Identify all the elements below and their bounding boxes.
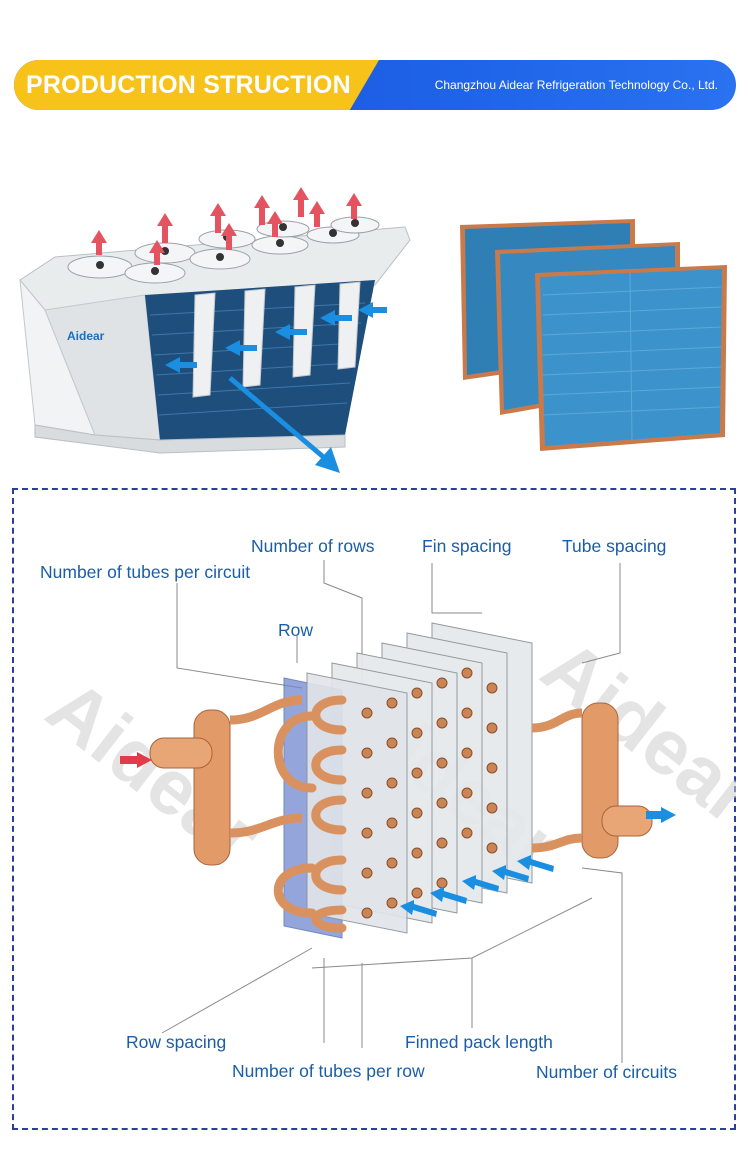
label-number-of-rows: Number of rows [251,536,375,556]
coil-panels-photo [455,215,735,455]
label-row-spacing: Row spacing [126,1032,227,1052]
dry-cooler-photo: Aidear [15,185,415,475]
label-tube-spacing: Tube spacing [562,536,667,556]
label-tubes-per-row: Number of tubes per row [232,1061,425,1081]
watermark-left: Aidear [32,662,277,881]
coil-diagram-drawing: Aidear Aidear Aidear [12,488,736,1130]
brand-logo: Aidear [67,329,105,343]
banner-title: PRODUCTION STRUCTION [26,71,351,99]
coil-structure-diagram [12,488,736,1130]
banner-yellow-band [14,60,379,110]
label-fin-spacing: Fin spacing [422,536,512,556]
label-row: Row [278,620,314,640]
company-name: Changzhou Aidear Refrigeration Technolog… [434,78,718,92]
label-number-of-circuits: Number of circuits [536,1062,678,1082]
header-banner: PRODUCTION STRUCTION Changzhou Aidear Re… [14,60,736,110]
label-finned-pack-length: Finned pack length [405,1032,553,1052]
label-tubes-per-circuit: Number of tubes per circuit [40,562,251,582]
